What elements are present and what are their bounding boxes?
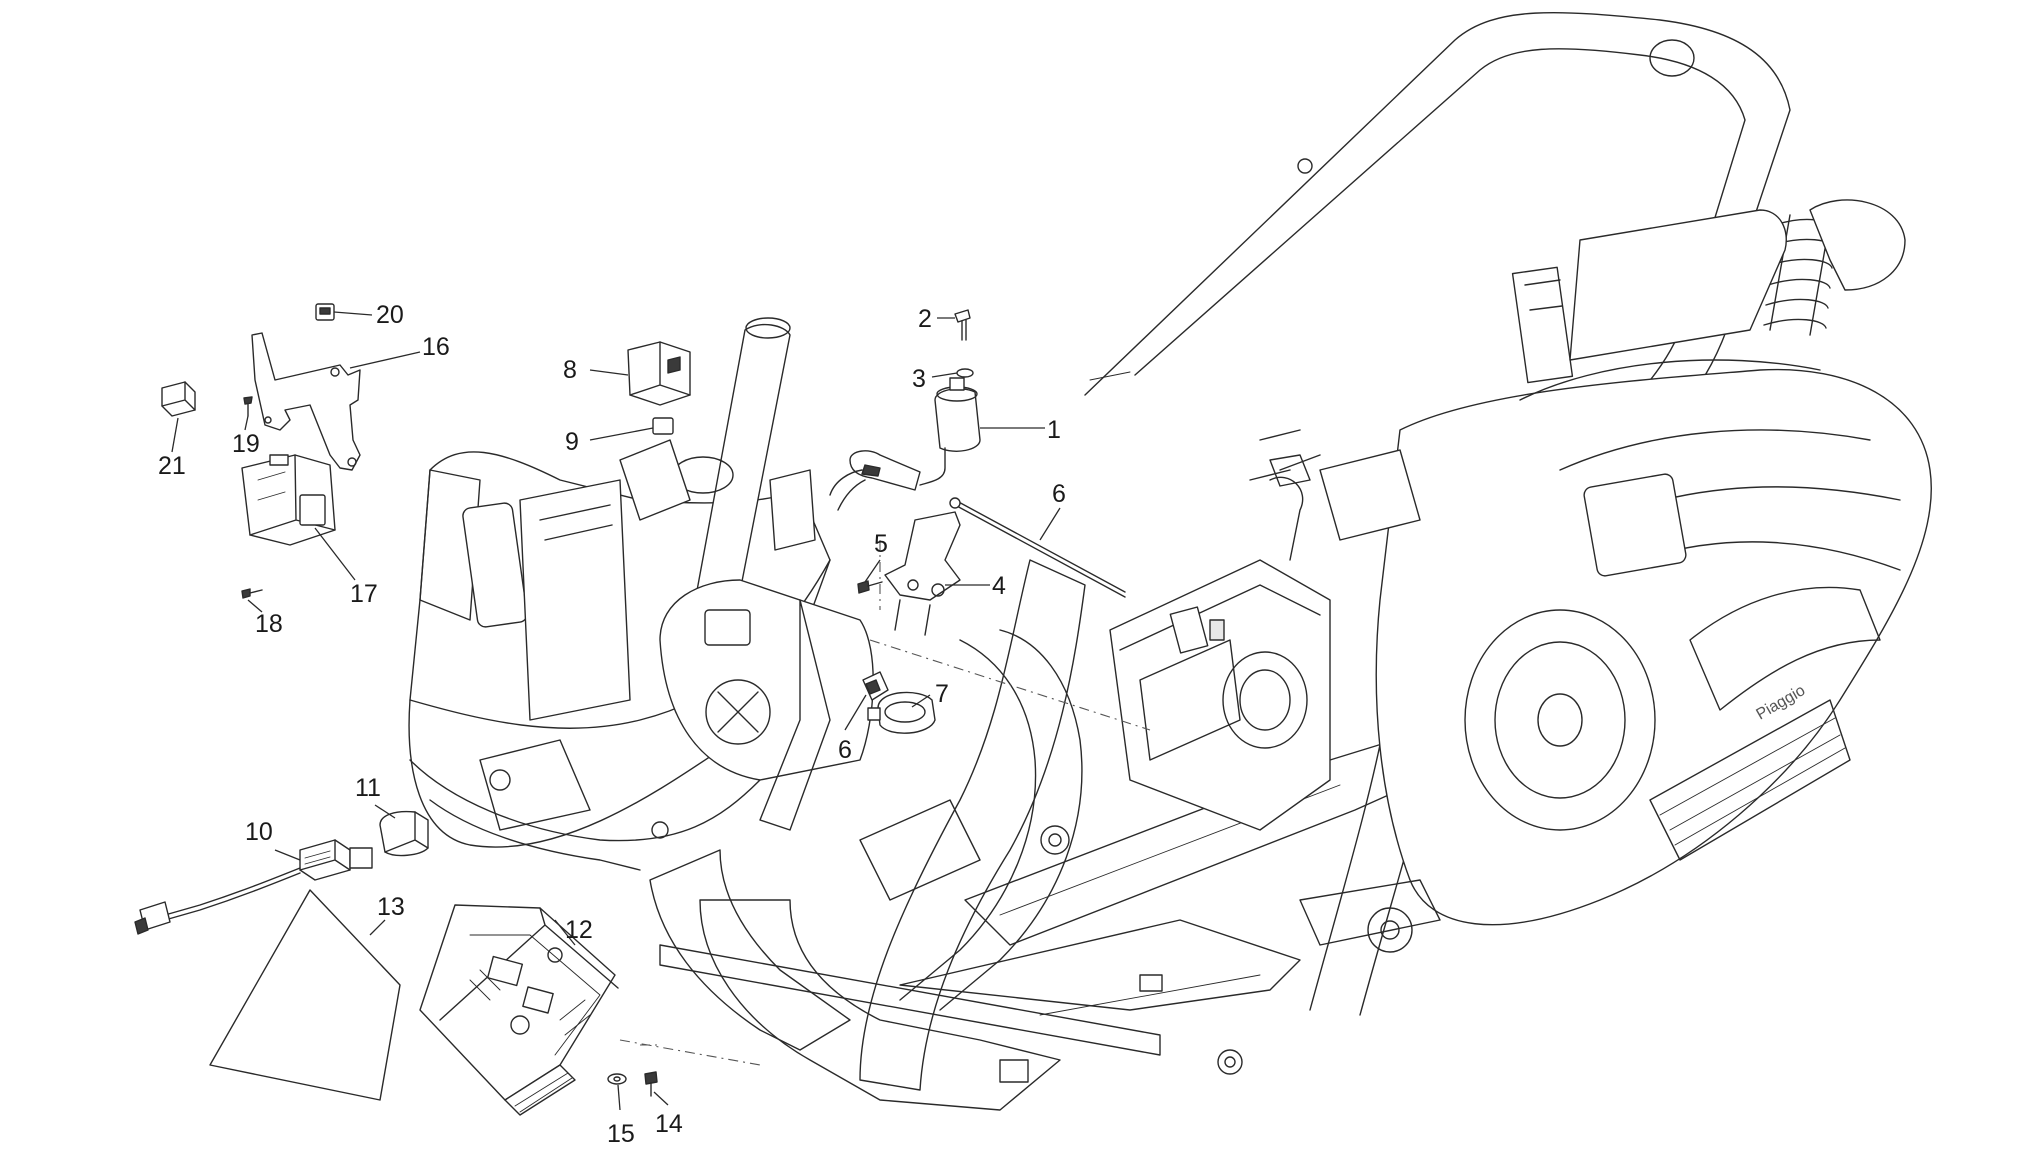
part-16-bracket: [251, 332, 361, 471]
part-19-screw: [243, 396, 253, 417]
callout-8: 8: [563, 356, 577, 384]
callout-7: 7: [935, 680, 949, 708]
part-4-bracket: [884, 511, 961, 636]
callout-1: 1: [1047, 416, 1061, 444]
callout-6-upper: 6: [1052, 480, 1066, 508]
part-15-washer: [607, 1073, 627, 1085]
part-11-rubber-boot: [379, 810, 429, 857]
part-6-rod: [949, 497, 1126, 598]
callout-5: 5: [874, 530, 888, 558]
callout-3: 3: [912, 365, 926, 393]
callout-6-lower: 6: [838, 736, 852, 764]
assembly-guide-lines: [619, 540, 1151, 1066]
callout-11: 11: [355, 774, 381, 802]
part-8-relay: [627, 341, 691, 406]
part-7-clamp: [867, 691, 936, 734]
part-12-ecu: [419, 904, 619, 1116]
callout-15: 15: [607, 1120, 635, 1148]
callout-13: 13: [377, 893, 405, 921]
part-13-plate: [209, 889, 401, 1101]
callout-2: 2: [918, 305, 932, 333]
part-10-sensor-cable: [134, 839, 373, 935]
part-20-clip: [315, 303, 335, 321]
part-1-ignition-coil: [829, 377, 981, 511]
frame-assembly: [649, 11, 1791, 1111]
callout-9: 9: [565, 428, 579, 456]
part-18-screw: [241, 588, 263, 599]
part-5-screw: [857, 580, 883, 594]
part-2-bolt: [954, 309, 971, 341]
front-shield-assembly: [408, 317, 874, 871]
part-21-relay: [161, 381, 196, 417]
leader-lines: [171, 311, 1061, 1111]
engine-assembly: Piaggio: [1299, 199, 1932, 953]
callout-12: 12: [565, 916, 593, 944]
callout-17: 17: [350, 580, 378, 608]
callout-16: 16: [422, 333, 450, 361]
part-9-grommet: [652, 417, 674, 435]
callout-14: 14: [655, 1110, 683, 1138]
part-3-washer: [956, 368, 974, 378]
cylinder-head-assembly: [1109, 429, 1421, 831]
part-14-screw: [644, 1071, 658, 1097]
callout-20: 20: [376, 301, 404, 329]
center-frame-tube: [859, 629, 1083, 1011]
callout-10: 10: [245, 818, 273, 846]
callout-18: 18: [255, 610, 283, 638]
part-6-clip: [862, 671, 889, 701]
callout-19: 19: [232, 430, 260, 458]
part-17-control-unit: [241, 454, 336, 546]
callout-4: 4: [992, 572, 1006, 600]
callout-labels: 1 2 3 4 5 6 6 7 8 9 10 11 12 13 14 15 16…: [158, 301, 1066, 1148]
callout-21: 21: [158, 452, 186, 480]
